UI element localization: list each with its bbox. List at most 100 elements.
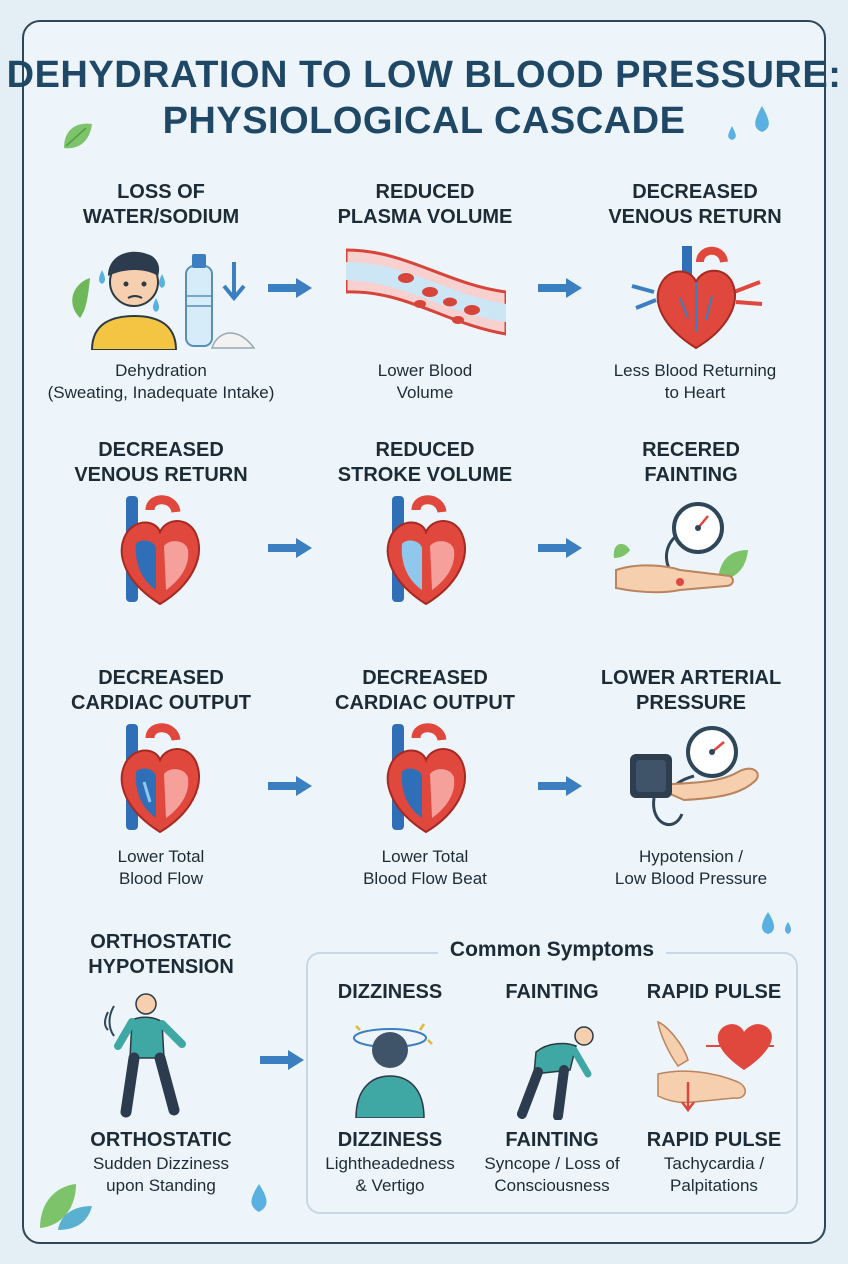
- step-heading-line: ORTHOSTATIC: [90, 931, 232, 953]
- symptom-fainting-caption: FAINTING Syncope / Loss of Consciousness: [470, 1128, 634, 1197]
- caption-line: Volume: [396, 383, 454, 402]
- step-heading-line: PRESSURE: [635, 692, 747, 714]
- step-decreased-venous-return-2: DECREASED VENOUS RETURN: [36, 438, 286, 488]
- step-heading-line: VENOUS RETURN: [608, 206, 782, 228]
- caption-line: (Sweating, Inadequate Intake): [47, 383, 275, 402]
- title-line-1: DEHYDRATION TO LOW BLOOD PRESSURE:: [6, 54, 842, 96]
- step-caption: Dehydration (Sweating, Inadequate Intake): [36, 360, 286, 404]
- symptom-fainting: FAINTING: [470, 980, 634, 1005]
- caption-line: Lightheadedness: [325, 1154, 455, 1173]
- caption-line: & Vertigo: [355, 1176, 425, 1195]
- caption-line: Hypotension /: [639, 847, 743, 866]
- step-heading-line: LOSS OF: [117, 181, 205, 203]
- water-drops-icon: [728, 106, 769, 140]
- pulse-heart-icon: [657, 1020, 774, 1113]
- heart-cross-section-icon: [386, 495, 466, 606]
- caption-line: Palpitations: [670, 1176, 758, 1195]
- dizzy-head-icon: [353, 1023, 433, 1118]
- step-heading-line: WATER/SODIUM: [82, 206, 240, 228]
- caption-line: Lower Total: [381, 847, 469, 866]
- leaf-icon: [40, 1184, 92, 1230]
- step-caption: Hypotension / Low Blood Pressure: [566, 846, 816, 890]
- arrow-right-icon: [538, 538, 582, 558]
- symptom-dizziness-caption: DIZZINESS Lightheadedness & Vertigo: [308, 1128, 472, 1197]
- step-lower-arterial-pressure: LOWER ARTERIAL PRESSURE: [566, 666, 816, 716]
- sweating-person-with-water-icon: [72, 251, 256, 350]
- step-orthostatic-hypotension: ORTHOSTATIC HYPOTENSION: [36, 930, 286, 980]
- symptom-label: DIZZINESS: [337, 1129, 443, 1151]
- dizzy-standing-person-icon: [104, 993, 186, 1118]
- step-fainting: RECERED FAINTING: [566, 438, 816, 488]
- symptoms-title-text: Common Symptoms: [437, 938, 667, 961]
- caption-line: Less Blood Returning: [613, 361, 777, 380]
- caption-line: upon Standing: [106, 1176, 216, 1195]
- water-drops-icon: [762, 912, 791, 934]
- symptom-heading: RAPID PULSE: [646, 981, 782, 1003]
- step-loss-of-water: LOSS OF WATER/SODIUM: [36, 180, 286, 230]
- orthostatic-caption: ORTHOSTATIC Sudden Dizziness upon Standin…: [36, 1128, 286, 1197]
- caption-line: Low Blood Pressure: [614, 869, 768, 888]
- symptom-rapid-pulse-caption: RAPID PULSE Tachycardia / Palpitations: [632, 1128, 796, 1197]
- symptom-label: RAPID PULSE: [646, 1129, 782, 1151]
- symptom-heading: DIZZINESS: [337, 981, 443, 1003]
- orthostatic-label: ORTHOSTATIC: [90, 1129, 232, 1151]
- heart-cross-section-icon: [120, 723, 200, 834]
- symptom-label: FAINTING: [505, 1129, 599, 1151]
- title-line-2: PHYSIOLOGICAL CASCADE: [162, 100, 686, 142]
- heart-cross-section-icon: [386, 723, 466, 834]
- step-heading-line: HYPOTENSION: [88, 956, 234, 978]
- step-heading-line: REDUCED: [375, 439, 475, 461]
- arrow-right-icon: [260, 1050, 304, 1070]
- blood-pressure-cuff-icon: [630, 726, 759, 827]
- caption-line: Syncope / Loss of: [484, 1154, 620, 1173]
- step-heading-line: REDUCED: [375, 181, 475, 203]
- page-title: DEHYDRATION TO LOW BLOOD PRESSURE: PHYSI…: [0, 52, 848, 144]
- heart-cross-section-icon: [120, 495, 200, 606]
- symptom-rapid-pulse: RAPID PULSE: [632, 980, 796, 1005]
- arrow-right-icon: [268, 538, 312, 558]
- step-heading-line: FAINTING: [644, 464, 738, 486]
- arrow-right-icon: [538, 776, 582, 796]
- caption-line: Lower Blood: [377, 361, 473, 380]
- caption-line: to Heart: [664, 383, 726, 402]
- caption-line: Blood Flow: [118, 869, 204, 888]
- step-decreased-cardiac-output: DECREASED CARDIAC OUTPUT: [36, 666, 286, 716]
- caption-line: Dehydration: [115, 361, 207, 380]
- step-heading-line: STROKE VOLUME: [337, 464, 513, 486]
- step-heading-line: PLASMA VOLUME: [337, 206, 513, 228]
- symptom-dizziness: DIZZINESS: [308, 980, 472, 1005]
- arrow-right-icon: [538, 278, 582, 298]
- heart-icon: [631, 246, 763, 350]
- step-heading-line: RECERED: [642, 439, 740, 461]
- caption-line: Consciousness: [494, 1176, 610, 1195]
- blood-vessel-icon: [346, 248, 506, 336]
- step-caption: Less Blood Returning to Heart: [570, 360, 820, 404]
- step-reduced-plasma-volume: REDUCED PLASMA VOLUME: [300, 180, 550, 230]
- water-drop-icon: [251, 1184, 267, 1212]
- step-heading-line: VENOUS RETURN: [74, 464, 248, 486]
- step-heading-line: DECREASED: [98, 439, 224, 461]
- symptom-heading: FAINTING: [505, 981, 599, 1003]
- arrow-right-icon: [268, 776, 312, 796]
- step-decreased-cardiac-output-2: DECREASED CARDIAC OUTPUT: [300, 666, 550, 716]
- wrist-pulse-gauge-icon: [613, 502, 748, 594]
- caption-line: Sudden Dizziness: [92, 1154, 230, 1173]
- arrow-right-icon: [268, 278, 312, 298]
- common-symptoms-title: Common Symptoms: [306, 938, 798, 962]
- step-heading-line: DECREASED: [98, 667, 224, 689]
- caption-line: Lower Total: [117, 847, 205, 866]
- caption-line: Tachycardia /: [663, 1154, 765, 1173]
- leaf-icon: [64, 123, 92, 149]
- caption-line: Blood Flow Beat: [363, 869, 487, 888]
- step-reduced-stroke-volume: REDUCED STROKE VOLUME: [300, 438, 550, 488]
- step-heading-line: CARDIAC OUTPUT: [71, 692, 251, 714]
- fainting-person-icon: [517, 1026, 594, 1120]
- step-heading-line: DECREASED: [632, 181, 758, 203]
- step-heading-line: CARDIAC OUTPUT: [335, 692, 515, 714]
- step-decreased-venous-return: DECREASED VENOUS RETURN: [570, 180, 820, 230]
- step-heading-line: LOWER ARTERIAL: [600, 667, 782, 689]
- step-heading-line: DECREASED: [362, 667, 488, 689]
